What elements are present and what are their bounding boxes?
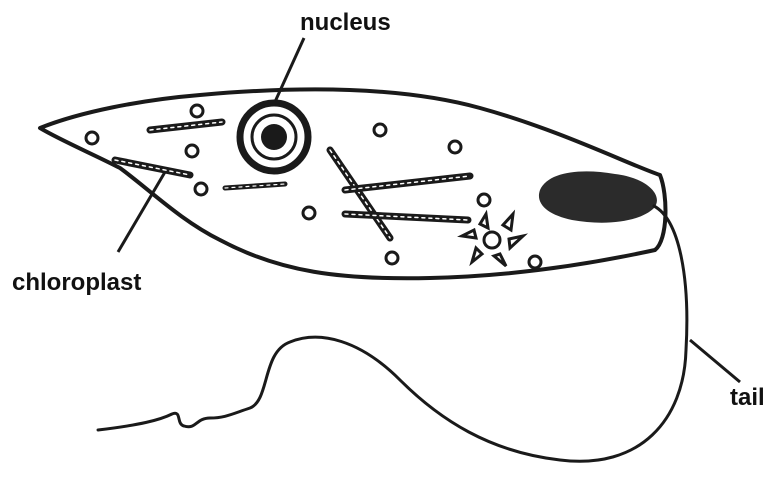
chloroplast-label: chloroplast [12,269,141,296]
nucleus-structure [240,103,308,171]
nucleus-label: nucleus [300,9,391,36]
tail-leader-line [690,340,740,382]
tail-label: tail [730,384,765,411]
